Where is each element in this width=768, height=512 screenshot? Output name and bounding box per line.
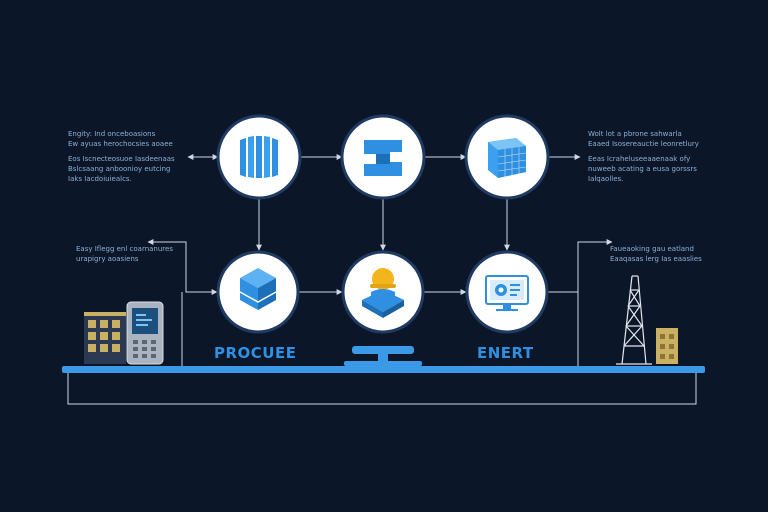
annotation-mid-right: Faueaoking gau eatland Eaaqasas lerg Ias… xyxy=(610,245,702,263)
annotation-top-left-1: Engity: Ind onceboasions Ew ayuas heroch… xyxy=(68,130,173,148)
base-frame xyxy=(67,373,697,405)
annotation-top-right-1: Wolt lot a pbrone sahwarla Eaaed Isosere… xyxy=(588,130,699,148)
tower-icon xyxy=(616,275,652,365)
monitor-icon xyxy=(485,275,529,311)
node-6 xyxy=(465,250,549,334)
nodes xyxy=(216,114,550,334)
building-icon xyxy=(84,312,126,364)
stack-box-icon xyxy=(239,268,277,310)
node-4 xyxy=(216,250,300,334)
node-3 xyxy=(464,114,550,200)
annotation-mid-left: Easy Iflegg enl coarnanures urapigry aoa… xyxy=(76,245,173,263)
label-procure: PROCUEE xyxy=(214,344,297,362)
puzzle-icon xyxy=(364,140,402,176)
small-building-icon xyxy=(656,328,678,364)
cube-grid-icon xyxy=(488,138,527,178)
annotation-top-right-2: Eeas Icraheluseeaaenaak ofy nuweeb acati… xyxy=(588,155,697,183)
node-5 xyxy=(341,250,425,334)
columns-icon xyxy=(240,136,278,178)
connectors xyxy=(67,154,697,405)
label-enert: ENERT xyxy=(477,344,534,362)
node-1 xyxy=(216,114,302,200)
annotation-top-left-2: Eos Iscnecteosuoe Iasdeenaas Bslcsaang a… xyxy=(68,155,175,183)
node-2 xyxy=(340,114,426,200)
connector-right-mid xyxy=(548,239,613,293)
platform xyxy=(62,346,705,373)
connector-left-mid xyxy=(147,239,218,295)
worker-icon xyxy=(362,268,404,318)
phone-icon xyxy=(126,301,164,365)
